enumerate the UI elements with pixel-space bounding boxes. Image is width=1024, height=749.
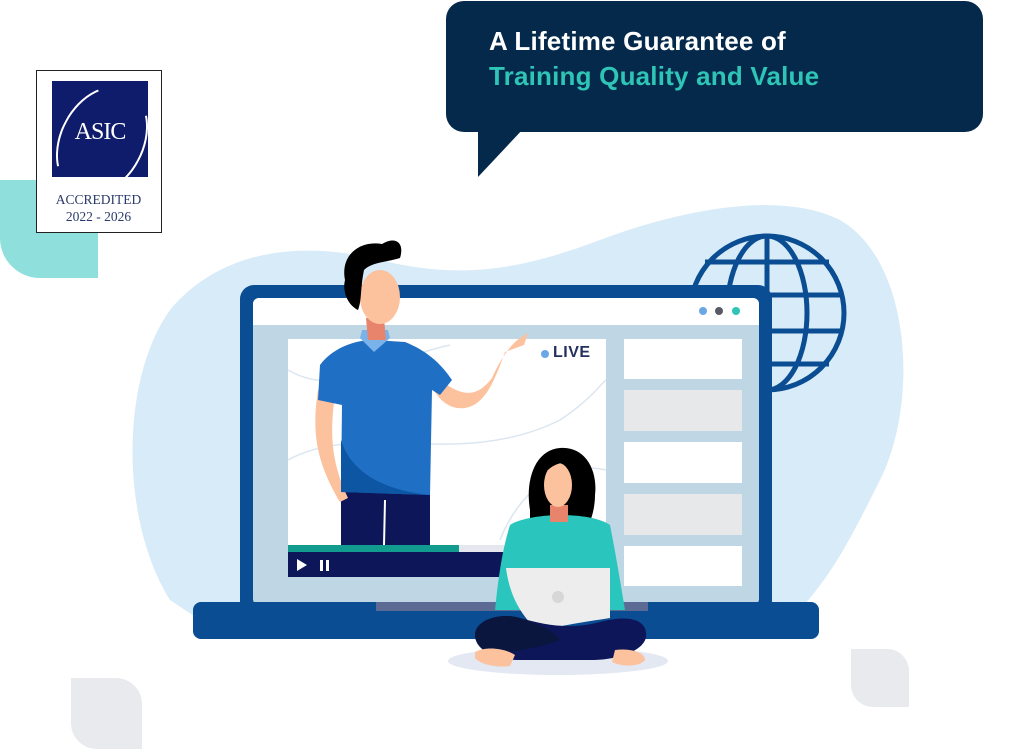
asic-logo-text: ASIC — [74, 119, 127, 145]
speech-bubble-tail — [478, 128, 524, 177]
headline-line-1: A Lifetime Guarantee of — [489, 26, 786, 56]
pause-icon-bar-2 — [326, 560, 329, 571]
asic-accreditation-badge: ASIC ACCREDITED 2022 - 2026 — [36, 70, 162, 233]
sidebar-tiles — [624, 339, 742, 586]
badge-years-text: 2022 - 2026 — [65, 209, 132, 224]
asic-logo: ASIC — [52, 81, 148, 177]
decorative-gray-shape-left — [71, 678, 142, 749]
pause-icon-bar-1 — [320, 560, 323, 571]
live-indicator-dot — [541, 350, 549, 358]
decorative-gray-shape-right — [851, 649, 909, 707]
live-badge-label: LIVE — [553, 344, 591, 361]
speech-bubble — [446, 1, 983, 132]
headline-line-2: Training Quality and Value — [489, 61, 820, 91]
student-figure — [448, 447, 668, 675]
badge-accredited-text: ACCREDITED — [55, 192, 142, 207]
browser-dot-teal — [732, 307, 740, 315]
presenter-figure — [315, 240, 528, 546]
browser-dot-blue — [699, 307, 707, 315]
play-icon — [297, 559, 307, 571]
browser-dot-gray — [715, 307, 723, 315]
video-progress-fill — [288, 545, 459, 552]
